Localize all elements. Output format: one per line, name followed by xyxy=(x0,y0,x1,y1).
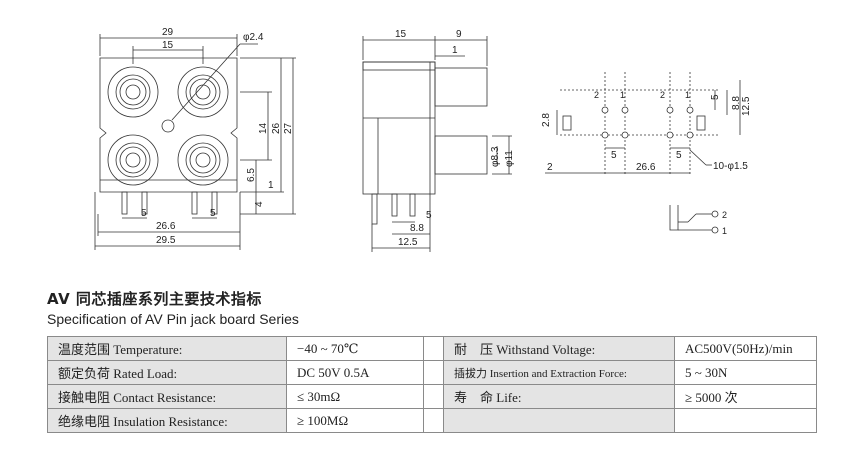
side-dim-phi8-3: φ8.3 xyxy=(490,146,501,167)
pcb-hole-spec: 10-φ1.5 xyxy=(713,161,748,172)
pcb-dim-12-5: 12.5 xyxy=(741,96,752,116)
spec-label: 绝缘电阻 Insulation Resistance: xyxy=(47,408,287,433)
pcb-pin-1b: 1 xyxy=(685,90,690,100)
schematic-pin-2: 2 xyxy=(722,210,727,220)
pcb-dim-5b: 5 xyxy=(676,150,682,161)
side-dim-5: 5 xyxy=(426,210,432,221)
pcb-dim-2: 2 xyxy=(547,162,553,173)
front-dim-29-5: 29.5 xyxy=(156,235,176,246)
technical-drawing: 29 15 φ2.4 14 26 27 6.5 4 1 5 5 26.6 29.… xyxy=(94,27,752,252)
side-dim-12-5: 12.5 xyxy=(398,237,418,248)
front-dim-26-6: 26.6 xyxy=(156,221,176,232)
table-row: 绝缘电阻 Insulation Resistance: ≥ 100MΩ xyxy=(47,408,817,433)
spec-value: −40 ~ 70℃ xyxy=(286,336,424,361)
side-dim-phi11: φ11 xyxy=(504,150,515,167)
front-dim-15: 15 xyxy=(162,40,174,51)
spec-label: 耐 压 Withstand Voltage: xyxy=(443,336,675,361)
front-dim-26: 26 xyxy=(271,122,282,134)
spec-value: ≤ 30mΩ xyxy=(286,384,424,409)
spec-label: 插拔力 Insertion and Extraction Force: xyxy=(443,360,675,385)
front-pin-marker: φ2.4 xyxy=(243,32,264,43)
spec-label-empty xyxy=(443,408,675,433)
spec-value-empty xyxy=(674,408,817,433)
table-spacer xyxy=(423,360,444,385)
side-dim-8-8: 8.8 xyxy=(410,223,424,234)
spec-value: DC 50V 0.5A xyxy=(286,360,424,385)
schematic-pin-1: 1 xyxy=(722,226,727,236)
spec-label: 额定负荷 Rated Load: xyxy=(47,360,287,385)
front-dim-1: 1 xyxy=(268,180,274,191)
spec-table: 温度范围 Temperature: −40 ~ 70℃ 耐 压 Withstan… xyxy=(47,336,817,433)
front-dim-4: 4 xyxy=(254,201,265,207)
spec-value: ≥ 5000 次 xyxy=(674,384,817,409)
pcb-dim-8-8: 8.8 xyxy=(731,96,742,110)
spec-value: 5 ~ 30N xyxy=(674,360,817,385)
front-dim-14: 14 xyxy=(258,122,269,134)
pcb-layout xyxy=(560,72,720,175)
table-spacer xyxy=(423,384,444,409)
table-row: 额定负荷 Rated Load: DC 50V 0.5A 插拔力 Inserti… xyxy=(47,360,817,385)
table-spacer xyxy=(423,408,444,433)
pcb-dim-26-6: 26.6 xyxy=(636,162,656,173)
side-dim-1: 1 xyxy=(452,45,458,56)
pcb-dim-2-8: 2.8 xyxy=(541,113,552,127)
pcb-dim-5a: 5 xyxy=(611,150,617,161)
side-view xyxy=(362,36,512,252)
spec-label: 接触电阻 Contact Resistance: xyxy=(47,384,287,409)
side-dim-9: 9 xyxy=(456,29,462,40)
schematic-symbol xyxy=(669,205,719,234)
section-title-english: Specification of AV Pin jack board Serie… xyxy=(47,311,299,327)
spec-value: AC500V(50Hz)/min xyxy=(674,336,817,361)
pcb-pin-2b: 2 xyxy=(660,90,665,100)
spec-value: ≥ 100MΩ xyxy=(286,408,424,433)
front-dim-27: 27 xyxy=(283,122,294,134)
front-dim-29: 29 xyxy=(162,27,174,38)
side-dim-15: 15 xyxy=(395,29,407,40)
spec-label: 寿 命 Life: xyxy=(443,384,675,409)
table-row: 接触电阻 Contact Resistance: ≤ 30mΩ 寿 命 Life… xyxy=(47,384,817,409)
front-view xyxy=(94,34,296,250)
front-dim-6-5: 6.5 xyxy=(246,168,257,182)
table-row: 温度范围 Temperature: −40 ~ 70℃ 耐 压 Withstan… xyxy=(47,336,817,361)
front-dim-5a: 5 xyxy=(141,208,147,219)
pcb-dim-5c: 5 xyxy=(710,94,721,100)
spec-label: 温度范围 Temperature: xyxy=(47,336,287,361)
table-spacer xyxy=(423,336,444,361)
section-title-chinese: AV 同芯插座系列主要技术指标 xyxy=(47,290,262,308)
front-dim-5b: 5 xyxy=(210,208,216,219)
pcb-pin-2a: 2 xyxy=(594,90,599,100)
pcb-pin-1a: 1 xyxy=(620,90,625,100)
